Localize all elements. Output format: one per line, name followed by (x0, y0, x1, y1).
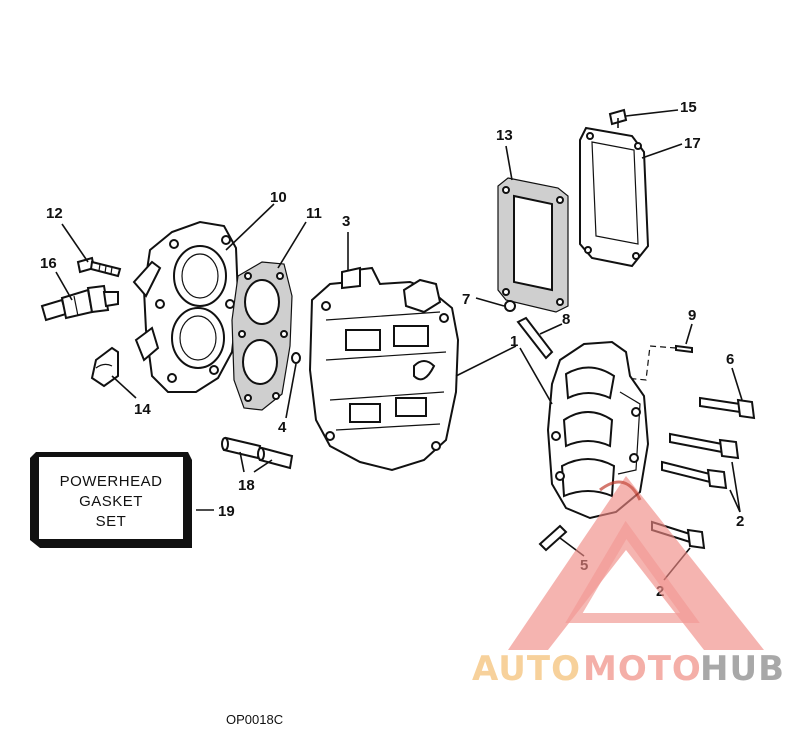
callout-12: 11 (306, 205, 322, 222)
leader-5 (731, 367, 743, 401)
watermark-hub: HUB (700, 649, 785, 689)
callout-13: 12 (46, 205, 63, 222)
leader-10 (239, 451, 273, 473)
screw-16 (608, 108, 628, 128)
callout-11: 10 (270, 189, 287, 206)
leader-lines (55, 109, 743, 581)
nut-6 (504, 300, 516, 312)
leader-8 (685, 323, 693, 345)
dowel-4 (291, 352, 301, 364)
crankcase-1 (546, 340, 650, 520)
pin-9 (538, 524, 568, 552)
callout-4: 4 (278, 419, 287, 436)
pin-7 (516, 316, 554, 360)
cover-18 (579, 126, 650, 268)
callout-5: 6 (726, 351, 734, 368)
dowel-pins-10 (221, 436, 294, 470)
callout-6: 7 (462, 291, 470, 308)
callout-18: 17 (684, 135, 701, 152)
leader-2a (729, 461, 741, 513)
cylinder-head-11 (132, 220, 240, 393)
figure-code: OP0018C (226, 712, 283, 727)
callout-2a: 2 (736, 513, 744, 530)
callout-17: 16 (40, 255, 57, 272)
leader-11 (225, 203, 275, 251)
gasket-box-line-2: GASKET (79, 493, 143, 510)
clip-15 (90, 346, 119, 388)
leader-18 (641, 143, 683, 159)
cylinder-block-3 (308, 266, 460, 472)
gasket-14 (497, 177, 569, 313)
automotohub-watermark-logo: AUTO MOTO HUB (472, 476, 785, 689)
gasket-box-line-1: POWERHEAD (60, 473, 163, 490)
gasket-set-box-19: POWERHEAD GASKET SET (30, 452, 192, 548)
leader-17 (55, 271, 73, 301)
callout-3: 3 (342, 213, 350, 230)
leader-12 (277, 221, 307, 269)
leader-4 (285, 363, 297, 419)
bolt-5 (699, 396, 756, 420)
watermark-auto: AUTO (472, 649, 581, 689)
callout-1: 1 (510, 333, 518, 350)
callout-7: 8 (562, 311, 570, 328)
watermark-moto: MOTO (583, 649, 702, 689)
leader-14 (505, 145, 513, 181)
leader-1 (455, 345, 553, 405)
bolt-2-upper (669, 432, 740, 460)
leader-7 (539, 323, 563, 335)
callout-15: 14 (134, 401, 151, 418)
bolt-2-middle (661, 460, 728, 490)
gasket-box-line-3: SET (96, 513, 127, 530)
leader-6 (475, 297, 505, 307)
leader-16 (625, 109, 679, 117)
head-gasket-12 (231, 261, 293, 411)
bolt-13 (76, 256, 122, 278)
watermark-triangle-inner (565, 520, 700, 623)
callout-10: 18 (238, 477, 255, 494)
spark-plug-17 (40, 284, 119, 322)
leader-15 (111, 375, 137, 399)
watermark-swoosh (599, 480, 642, 501)
callout-8: 9 (688, 307, 696, 324)
callout-16: 15 (680, 99, 697, 116)
callout-14: 13 (496, 127, 513, 144)
leader-13 (61, 223, 89, 263)
watermark-triangle-outer (508, 476, 764, 650)
callout-19: 19 (218, 503, 235, 520)
